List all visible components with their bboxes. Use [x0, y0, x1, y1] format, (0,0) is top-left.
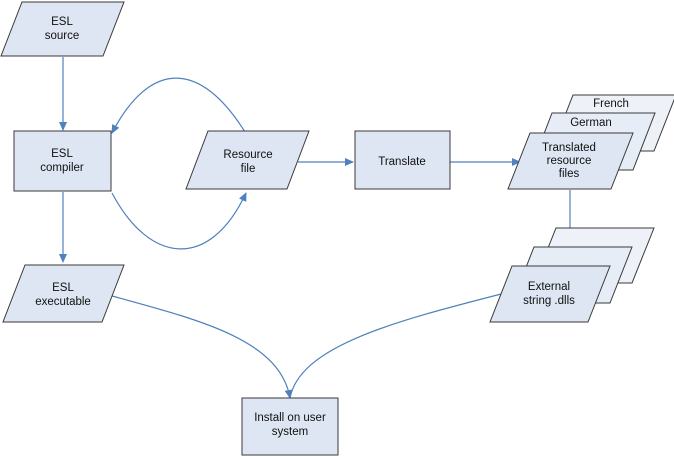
- external-dlls-line2: string .dlls: [523, 295, 575, 307]
- arrow-resource-to-compiler-loop: [111, 77, 246, 134]
- arrow-compiler-to-resource-loop: [111, 192, 247, 250]
- translated-line3: files: [559, 168, 580, 180]
- node-translated-resource-files: French German Translated resource files: [507, 94, 674, 190]
- connectors: [59, 57, 574, 399]
- esl-executable-line2: executable: [35, 296, 91, 308]
- esl-compiler-line2: compiler: [40, 162, 84, 174]
- resource-file-line2: file: [241, 163, 256, 175]
- esl-executable-line1: ESL: [52, 282, 74, 294]
- install-line1: Install on user: [254, 412, 326, 424]
- arrow-executable-to-install: [111, 295, 293, 399]
- translate-label: Translate: [378, 156, 426, 168]
- translated-line1: Translated: [542, 142, 596, 154]
- node-external-string-dlls: External string .dlls: [489, 227, 655, 323]
- dll-sheet-front: [489, 265, 611, 323]
- node-esl-executable: ESL executable: [2, 264, 125, 323]
- translated-line2: resource: [547, 155, 592, 167]
- esl-compiler-line1: ESL: [51, 148, 73, 160]
- esl-source-line2: source: [45, 30, 80, 42]
- resource-file-line1: Resource: [223, 149, 272, 161]
- external-dlls-line1: External: [528, 281, 570, 293]
- node-esl-compiler: ESL compiler: [13, 130, 112, 192]
- node-translate: Translate: [354, 130, 451, 190]
- arrow-dlls-to-install: [289, 292, 506, 399]
- node-resource-file: Resource file: [185, 130, 310, 190]
- german-label: German: [570, 117, 612, 129]
- node-esl-source: ESL source: [0, 1, 125, 57]
- install-line2: system: [272, 426, 308, 438]
- french-label: French: [593, 98, 629, 110]
- stack-sheet-front: [507, 132, 634, 190]
- node-install-on-user-system: Install on user system: [241, 397, 339, 456]
- esl-source-line1: ESL: [51, 16, 73, 28]
